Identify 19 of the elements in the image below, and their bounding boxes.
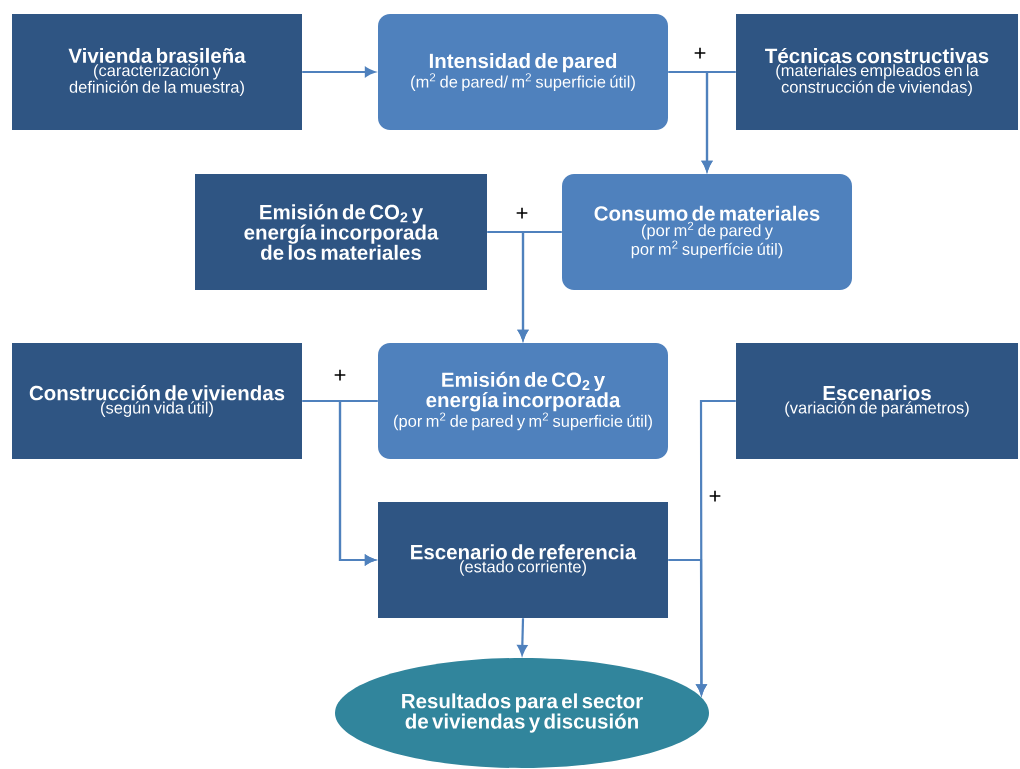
arrow (702, 70, 736, 172)
arrow (517, 618, 528, 656)
process-box: Emisión de CO$_{2}$ y energía incorporada de los materiales (195, 174, 487, 290)
plus-sign: + (694, 47, 706, 59)
arrow (302, 67, 376, 77)
arrow (696, 399, 736, 695)
arrow (518, 230, 562, 341)
process-box: Escenario de referencia (estado corriente) (378, 502, 668, 618)
plus-sign: + (334, 369, 346, 381)
process-box: Técnicas constructivas (materiales empleados en la construcción de viviendas) (736, 14, 1018, 130)
process-box: Vivienda brasileña (caracterización y definición de la muestra) (12, 14, 302, 130)
plus-sign: + (516, 207, 528, 219)
rounded-box: Intensidad de pared (m$^{2}$ de pared/ m$^{2}$ superficie útil) (378, 14, 668, 130)
plus-sign: + (709, 490, 721, 502)
process-box: Escenarios (variación de parámetros) (736, 343, 1018, 459)
rounded-box: Emisión de CO$_{2}$ y energía incorporada (por m$^{2}$ de pared y m$^{2}$ superficie útil) (378, 343, 668, 459)
arrow (338, 399, 378, 565)
process-box: Construcción de viviendas (según vida útil) (12, 343, 302, 459)
rounded-box: Consumo de materiales (por m$^{2}$ de pared y por m$^{2}$ superfície útil) (562, 174, 852, 290)
